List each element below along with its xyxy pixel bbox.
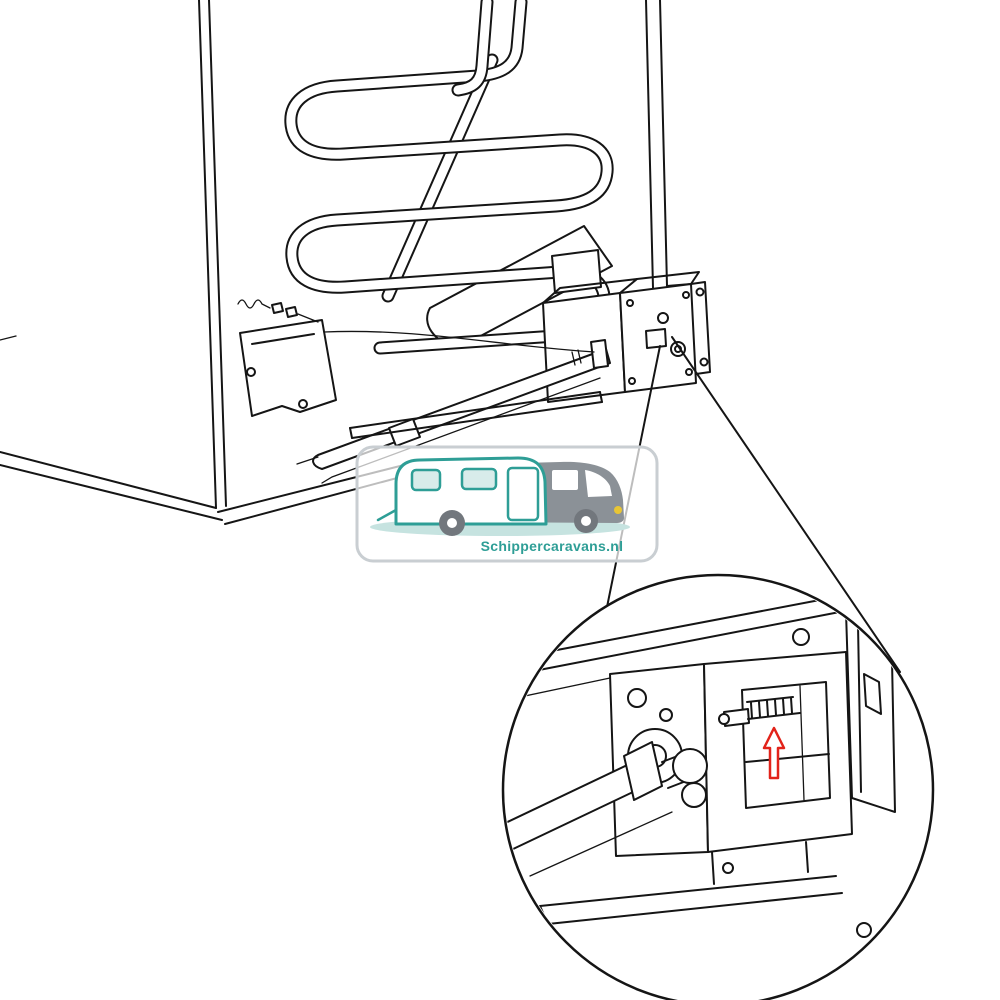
- housing-top-rear-edge: [636, 271, 700, 285]
- mounting-flange: [690, 281, 711, 375]
- caravan-window: [460, 467, 498, 491]
- detail-capillary-rod: [529, 811, 673, 877]
- detail-bottom-bracket: [539, 841, 872, 938]
- vent-hole: [657, 312, 669, 324]
- burner-fin: [758, 701, 761, 718]
- detail-top-rail-inner: [538, 609, 851, 671]
- screw-hole: [695, 287, 705, 297]
- housing-side-face: [542, 292, 626, 403]
- cooling-unit-tubing: [284, 0, 614, 355]
- heater-tube-assembly: [296, 339, 611, 484]
- watermark-text: Schippercaravans.nl: [481, 538, 624, 554]
- motorhome-windshield: [585, 470, 612, 497]
- mounting-rail-end: [349, 427, 353, 439]
- wire-lead: [297, 313, 319, 323]
- tube-collar-mark: [571, 351, 576, 366]
- plate-hole: [627, 688, 647, 708]
- detail-side-panel-slot: [863, 673, 882, 715]
- thermostat-body: [239, 319, 337, 417]
- jet-holder-end: [718, 713, 730, 725]
- screw-hole: [682, 291, 690, 299]
- vent-slot: [645, 328, 667, 349]
- screw-hole: [722, 862, 734, 874]
- leader-line-right: [671, 336, 901, 673]
- detail-side-panel: [845, 611, 896, 813]
- cabinet-side-bottom-edge: [0, 451, 217, 509]
- detail-top-rail: [535, 594, 847, 655]
- mounting-rail-end: [599, 391, 603, 403]
- screw-hole: [792, 628, 810, 646]
- motorhome-wheel-hub: [581, 516, 591, 526]
- caravan-wheel-hub: [447, 518, 457, 528]
- burner-fin: [782, 698, 785, 715]
- screw-hole: [298, 399, 308, 409]
- cabinet-right-edge: [645, 0, 654, 289]
- tube-union-nut: [590, 339, 609, 369]
- liquid-line-tube: [381, 53, 499, 303]
- screw-hole: [628, 377, 636, 385]
- bracket-support: [711, 851, 715, 885]
- plate-hole: [659, 708, 673, 722]
- watermark: Schippercaravans.nl: [355, 445, 659, 563]
- cabinet-left-edge: [198, 0, 217, 509]
- detail-side-panel-fold: [857, 623, 862, 793]
- bracket-rail-bottom: [547, 892, 843, 925]
- capillary-line: [323, 330, 595, 353]
- burner-fin: [766, 700, 769, 717]
- bracket-support: [805, 841, 809, 873]
- caravan-graphic: [376, 456, 548, 536]
- caravan-hitch: [376, 508, 398, 522]
- burner-fin: [790, 697, 793, 714]
- wire-nut: [271, 302, 284, 314]
- burner-fin-base: [747, 712, 801, 720]
- wire-nut: [285, 306, 298, 318]
- cabinet-side-line: [0, 335, 17, 341]
- tube-connector-block: [388, 418, 421, 447]
- wiring-coil: [237, 299, 271, 309]
- thermostat-box: [237, 299, 595, 417]
- coupling-ring: [681, 782, 707, 808]
- bracket-rail-top: [539, 875, 837, 907]
- fridge-rear-view: [0, 0, 901, 673]
- caravan-window: [410, 468, 442, 492]
- cabinet-side-bottom-edge-inner: [0, 464, 223, 521]
- housing-front-face: [619, 283, 697, 393]
- screw-hole: [856, 922, 872, 938]
- tube-tip: [296, 456, 319, 465]
- detail-view: [501, 573, 935, 1000]
- burner-fin-top: [746, 696, 794, 703]
- opening-shelf-line: [745, 753, 830, 763]
- motorhome-window: [552, 470, 578, 490]
- burner-jet: [718, 696, 801, 727]
- capillary-rod: [321, 377, 601, 484]
- detail-contents: [505, 594, 896, 938]
- condenser-coil: [284, 0, 614, 355]
- tube-collar-mark: [577, 349, 582, 364]
- riser-pipe: [451, 0, 494, 97]
- housing-top-edge: [542, 278, 638, 304]
- motorhome-headlight: [614, 506, 622, 514]
- cabinet-right-edge-inner: [659, 0, 668, 287]
- heater-tube: [312, 348, 611, 470]
- screw-hole: [699, 357, 709, 367]
- caravan-door: [506, 466, 540, 522]
- coupling-ring: [672, 748, 708, 784]
- detail-burner-opening: [741, 681, 831, 809]
- mounting-rail-top: [349, 391, 601, 429]
- opening-corner-line: [799, 685, 805, 801]
- mounting-rail-bottom: [351, 401, 603, 439]
- thermostat-edge-line: [251, 333, 315, 345]
- detail-tube-nut: [623, 741, 663, 801]
- red-arrow-indicator: [762, 726, 786, 780]
- screw-hole: [685, 368, 693, 376]
- screw-hole: [246, 367, 256, 377]
- burner-fin: [750, 702, 753, 719]
- cabinet-left-edge-inner: [208, 0, 227, 507]
- screw-hole: [626, 299, 634, 307]
- burner-fin: [774, 699, 777, 716]
- flue-bracket: [551, 249, 602, 294]
